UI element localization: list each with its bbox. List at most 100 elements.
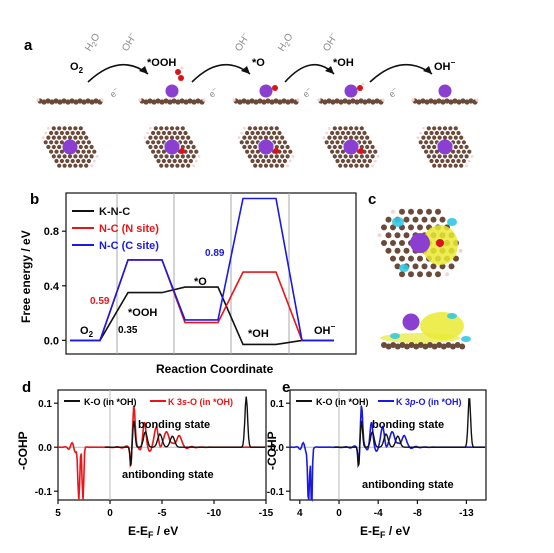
potassium-atom-c-side [402, 313, 420, 331]
energy-series-3 [70, 197, 334, 342]
top-flake-5 [416, 126, 474, 168]
cohp-ytick-label: 0.0 [38, 443, 52, 454]
species-label-ohm: OH− [434, 58, 456, 73]
panel-e-letter: e [282, 379, 290, 396]
energy-legend: K-N-C N-C (N site) N-C (C site) [72, 206, 159, 252]
cohp-xtick-label: -13 [459, 508, 474, 519]
cohp-ytick-label: 0.1 [38, 399, 52, 410]
state-label-ohm: OH− [314, 322, 336, 337]
cohp-total-curve [334, 398, 486, 466]
legend-e-k3p: K 3p-O (in *OH) [396, 397, 462, 407]
e-antibonding-label: antibonding state [362, 479, 454, 491]
panel-d-letter: d [22, 379, 31, 396]
state-label-ooh: *OOH [128, 307, 157, 319]
species-label-ooh: *OOH [147, 57, 176, 69]
energy-ytick-label: 0.0 [44, 335, 59, 347]
state-label-o: *O [194, 276, 207, 288]
d-y-title: -COHP [16, 431, 30, 470]
e-y-title: -COHP [265, 431, 279, 470]
energy-series-1 [70, 286, 334, 346]
cohp-xtick-label: -4 [374, 508, 383, 519]
potassium-center [437, 139, 453, 155]
energy-plot-frame [65, 192, 357, 355]
side-slab-5 [411, 84, 479, 105]
cohp-xtick-label: -8 [413, 508, 422, 519]
state-label-oh: *OH [248, 328, 269, 340]
reagent-oh-3: OH− [320, 31, 340, 54]
cohp-total-curve [104, 396, 266, 466]
species-label-o: *O [252, 57, 265, 69]
reaction-arrow-2 [191, 63, 251, 83]
panel-b-letter: b [30, 191, 39, 208]
energy-ytick-label: 0.4 [44, 281, 60, 293]
top-flake-3 [237, 126, 295, 168]
potassium-atom [259, 84, 273, 98]
energy-y-title: Free energy / eV [19, 230, 33, 323]
charge-density-top-view [377, 208, 463, 278]
state-label-o2: O2 [80, 325, 94, 339]
reagent-h2o-3: H2O [276, 32, 296, 55]
side-slab-2 [138, 66, 206, 105]
cohp-ytick-label: -0.1 [35, 487, 53, 498]
potassium-atom [165, 84, 179, 98]
reagent-oh-2: OH− [232, 31, 252, 54]
species-label-oh: *OH [333, 57, 354, 69]
electron-label-4: e− [387, 86, 400, 100]
cohp-e-legend: K-O (in *OH) K 3p-O (in *OH) [296, 397, 462, 407]
top-view-flakes [41, 126, 474, 168]
cohp-d-legend: K-O (in *OH) K 3s-O (in *OH) [64, 397, 233, 407]
e-bonding-label: bonding state [372, 419, 444, 431]
energy-x-title: Reaction Coordinate [156, 362, 274, 376]
legend-d-k3s: K 3s-O (in *OH) [168, 397, 233, 407]
electron-label-1: e− [108, 86, 121, 100]
panel-b: b 0.0 0.4 0.8 K-N-C N-C (N site) N-C (C si… [19, 191, 357, 376]
reaction-arrow-1 [87, 63, 149, 83]
panel-c-letter: c [368, 191, 376, 208]
top-flake-4 [322, 126, 380, 168]
legend-nc-c: N-C (C site) [99, 240, 159, 252]
cohp-xtick-label: 0 [107, 508, 113, 519]
potassium-center [258, 139, 274, 155]
side-slab-1 [36, 98, 104, 105]
side-slab-3 [232, 84, 300, 105]
d-x-title: E-EF / eV [128, 524, 178, 540]
top-flake-2 [143, 126, 201, 168]
value-059: 0.59 [90, 296, 110, 307]
legend-e-ko: K-O (in *OH) [316, 397, 369, 407]
electron-label-2: e− [207, 86, 220, 100]
cohp-xtick-label: -15 [259, 508, 274, 519]
electron-label-3: e− [301, 86, 314, 100]
reaction-arrow-4 [369, 63, 433, 83]
cohp-ytick-label: -0.1 [267, 487, 285, 498]
cohp-e-frame [289, 389, 487, 501]
d-bonding-label: bonding state [138, 419, 210, 431]
reaction-arrow-3 [284, 63, 335, 83]
reagent-oh-1: OH− [119, 31, 139, 54]
energy-y-ticks: 0.0 0.4 0.8 [44, 226, 66, 347]
e-x-title: E-EF / eV [360, 524, 410, 540]
cohp-xtick-label: 5 [55, 508, 61, 519]
legend-knc: K-N-C [99, 206, 130, 218]
potassium-atom [344, 84, 358, 98]
side-view-slabs [36, 66, 479, 105]
d-antibonding-label: antibonding state [122, 469, 214, 481]
cohp-xtick-label: 4 [297, 508, 303, 519]
value-035: 0.35 [118, 325, 138, 336]
legend-d-ko: K-O (in *OH) [84, 397, 137, 407]
cohp-xtick-label: 0 [336, 508, 342, 519]
energy-ytick-label: 0.8 [44, 226, 59, 238]
value-089: 0.89 [205, 248, 225, 259]
potassium-center [62, 139, 78, 155]
reagent-h2o-1: H2O [83, 32, 103, 55]
cohp-xtick-label: -10 [207, 508, 222, 519]
potassium-atom-c [410, 233, 430, 253]
potassium-atom [438, 84, 452, 98]
top-flake-1 [41, 126, 99, 168]
legend-nc-n: N-C (N site) [99, 223, 159, 235]
panel-c: c [368, 191, 471, 350]
